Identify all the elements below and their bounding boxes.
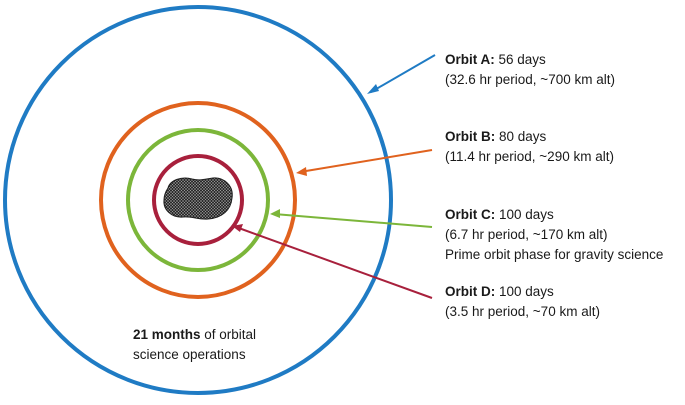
orbit-a-pointer	[367, 54, 436, 94]
orbit-d-details: (3.5 hr period, ~70 km alt)	[445, 304, 600, 319]
mission-summary: 21 months of orbital science operations	[133, 327, 256, 362]
orbit-b-label: Orbit B: 80 days (11.4 hr period, ~290 k…	[445, 129, 614, 164]
orbit-b-name: Orbit B:	[445, 129, 495, 144]
orbit-b-pointer	[296, 149, 433, 176]
orbit-c-name: Orbit C:	[445, 207, 495, 222]
svg-text:Orbit D: 100 days: Orbit D: 100 days	[445, 284, 554, 299]
svg-text:Orbit A: 56 days: Orbit A: 56 days	[445, 52, 546, 67]
orbit-d-label: Orbit D: 100 days (3.5 hr period, ~70 km…	[445, 284, 600, 319]
orbit-c-duration: 100 days	[495, 207, 554, 222]
orbit-a-label: Orbit A: 56 days (32.6 hr period, ~700 k…	[445, 52, 615, 87]
orbit-c-pointer	[270, 209, 433, 228]
orbit-b-ring	[99, 101, 297, 299]
orbit-a-details: (32.6 hr period, ~700 km alt)	[445, 72, 615, 87]
svg-text:Orbit B: 80 days: Orbit B: 80 days	[445, 129, 547, 144]
svg-text:21 months of orbital: 21 months of orbital	[133, 327, 256, 342]
orbit-c-details: (6.7 hr period, ~170 km alt)	[445, 227, 607, 242]
orbit-b-details: (11.4 hr period, ~290 km alt)	[445, 149, 614, 164]
summary-duration: 21 months	[133, 327, 201, 342]
orbit-c-label: Orbit C: 100 days (6.7 hr period, ~170 k…	[445, 207, 663, 262]
asteroid-icon	[163, 177, 233, 220]
orbit-c-ring	[126, 128, 270, 272]
orbit-a-duration: 56 days	[495, 52, 546, 67]
orbit-b-duration: 80 days	[495, 129, 546, 144]
svg-text:Orbit C: 100 days: Orbit C: 100 days	[445, 207, 554, 222]
orbit-a-name: Orbit A:	[445, 52, 495, 67]
orbit-d-name: Orbit D:	[445, 284, 495, 299]
summary-text: of orbital	[201, 327, 257, 342]
summary-line-2: science operations	[133, 347, 246, 362]
orbit-a-ring	[3, 5, 393, 395]
orbit-d-pointer	[232, 224, 433, 299]
orbit-d-duration: 100 days	[495, 284, 554, 299]
orbit-d-ring	[152, 154, 244, 246]
orbit-c-note: Prime orbit phase for gravity science	[445, 247, 663, 262]
